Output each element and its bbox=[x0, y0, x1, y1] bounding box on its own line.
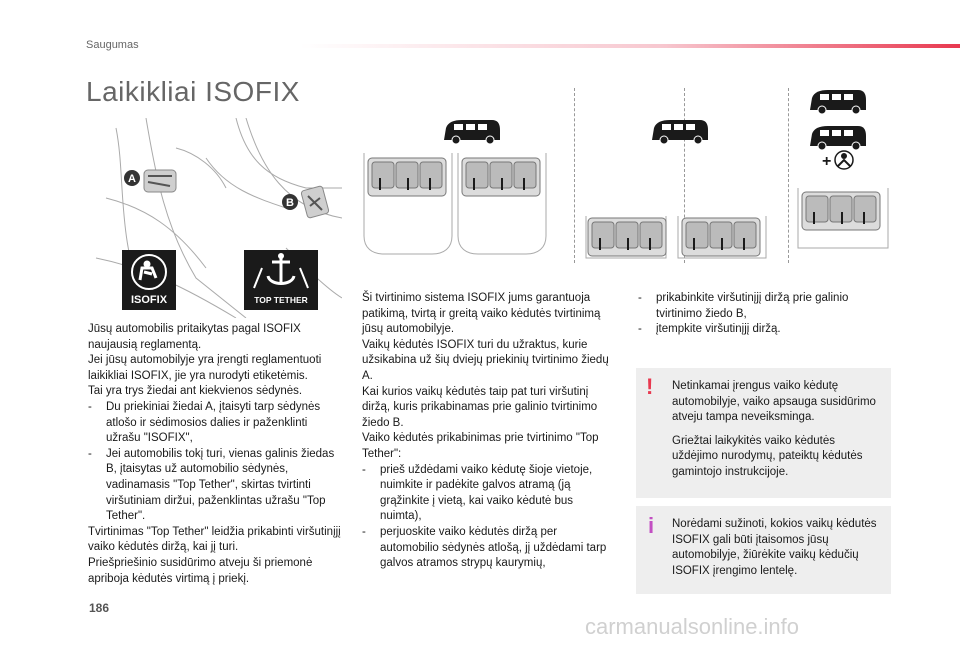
anchor-b-marker bbox=[282, 194, 298, 210]
svg-text:B: B bbox=[286, 197, 294, 209]
isofix-label-badge: ISOFIX bbox=[122, 250, 176, 310]
list-item: -Jei automobilis tokį turi, vienas galin… bbox=[88, 447, 335, 523]
svg-text:+: + bbox=[822, 153, 831, 170]
seat-row bbox=[587, 217, 667, 257]
paragraph: Griežtai laikykitės vaiko kėdutės uždėji… bbox=[672, 434, 863, 478]
van-icon bbox=[809, 125, 867, 151]
van-icon bbox=[651, 119, 709, 145]
column-2-text: Ši tvirtinimo sistema ISOFIX jums garant… bbox=[362, 291, 617, 572]
seat-row bbox=[367, 157, 447, 197]
section-label: Saugumas bbox=[86, 39, 139, 51]
anchor-a-marker bbox=[124, 170, 140, 186]
divider-line bbox=[684, 88, 685, 263]
paragraph: Vaikų kėdutės ISOFIX turi du užraktus, k… bbox=[362, 338, 609, 382]
list-item: -įtempkite viršutinįjį diržą. bbox=[638, 323, 781, 336]
seat-layout-diagrams: + bbox=[363, 89, 889, 259]
list-item: -perjuoskite vaiko kėdutės diržą per aut… bbox=[362, 525, 607, 570]
isofix-seat-illustration: A B bbox=[95, 118, 342, 318]
column-3-text: -prikabinkite viršutinįjį diržą prie gal… bbox=[638, 291, 893, 338]
paragraph: Ši tvirtinimo sistema ISOFIX jums garant… bbox=[362, 292, 601, 336]
seat-row bbox=[681, 217, 761, 257]
warning-text: Netinkamai įrengus vaiko kėdutę automobi… bbox=[672, 379, 884, 481]
tether-anchor-icon bbox=[253, 253, 309, 289]
paragraph: Vaiko kėdutės prikabinimas prie tvirtini… bbox=[362, 432, 599, 460]
paragraph: Tai yra trys žiedai ant kiekvienos sėdyn… bbox=[88, 385, 303, 398]
divider-line bbox=[788, 88, 789, 263]
info-icon: i bbox=[648, 513, 655, 538]
paragraph: Tvirtinimas "Top Tether" leidžia prikabi… bbox=[88, 525, 341, 554]
info-text: Norėdami sužinoti, kokios vaikų kėdutės … bbox=[672, 518, 877, 577]
warning-box bbox=[636, 368, 891, 498]
watermark: carmanualsonline.info bbox=[585, 614, 800, 639]
van-icon bbox=[809, 89, 867, 115]
child-seat-icon bbox=[131, 254, 167, 290]
list-item: -prieš uždėdami vaiko kėdutę šioje vieto… bbox=[362, 463, 593, 523]
paragraph: Kai kurios vaikų kėdutės taip pat turi v… bbox=[362, 385, 598, 429]
anchor-b-detail bbox=[300, 185, 330, 219]
paragraph: Netinkamai įrengus vaiko kėdutę automobi… bbox=[672, 380, 876, 424]
page-number: 186 bbox=[89, 601, 110, 615]
divider-line bbox=[574, 88, 575, 263]
van-icon bbox=[443, 119, 501, 145]
column-1-text: Jūsų automobilis pritaikytas pagal ISOFI… bbox=[88, 322, 343, 587]
top-tether-label-badge: TOP TETHER bbox=[244, 250, 318, 310]
paragraph: Jei jūsų automobilyje yra įrengti reglam… bbox=[88, 354, 322, 382]
warning-icon: ! bbox=[646, 374, 654, 399]
seat-row bbox=[461, 157, 541, 197]
page-title: Laikikliai ISOFIX bbox=[86, 76, 300, 107]
paragraph: Priešpriešinio susidūrimo atveju ši prie… bbox=[88, 556, 313, 585]
info-box bbox=[636, 506, 891, 594]
list-item: -Du priekiniai žiedai A, įtaisyti tarp s… bbox=[88, 400, 321, 445]
svg-text:A: A bbox=[128, 173, 136, 185]
header-accent-bar bbox=[300, 44, 960, 48]
paragraph: Jūsų automobilis pritaikytas pagal ISOFI… bbox=[88, 323, 301, 351]
anchor-a-detail bbox=[143, 169, 177, 193]
seat-row bbox=[801, 191, 881, 231]
list-item: -prikabinkite viršutinįjį diržą prie gal… bbox=[638, 292, 849, 320]
